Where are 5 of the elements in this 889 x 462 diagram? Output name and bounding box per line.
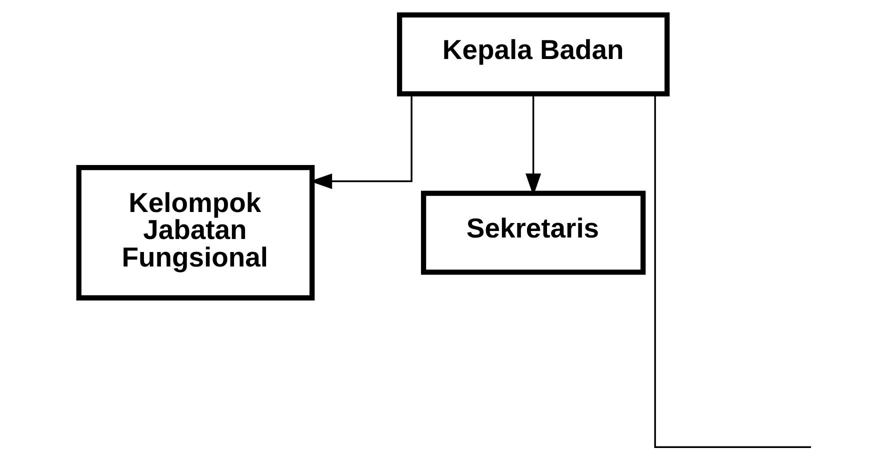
node-box: Kepala Badan (396, 12, 670, 96)
node-box: Kelompok Jabatan Fungsional (76, 164, 314, 300)
arrow (525, 94, 541, 196)
node-box: Sekretaris (420, 190, 646, 275)
connector (654, 94, 811, 448)
